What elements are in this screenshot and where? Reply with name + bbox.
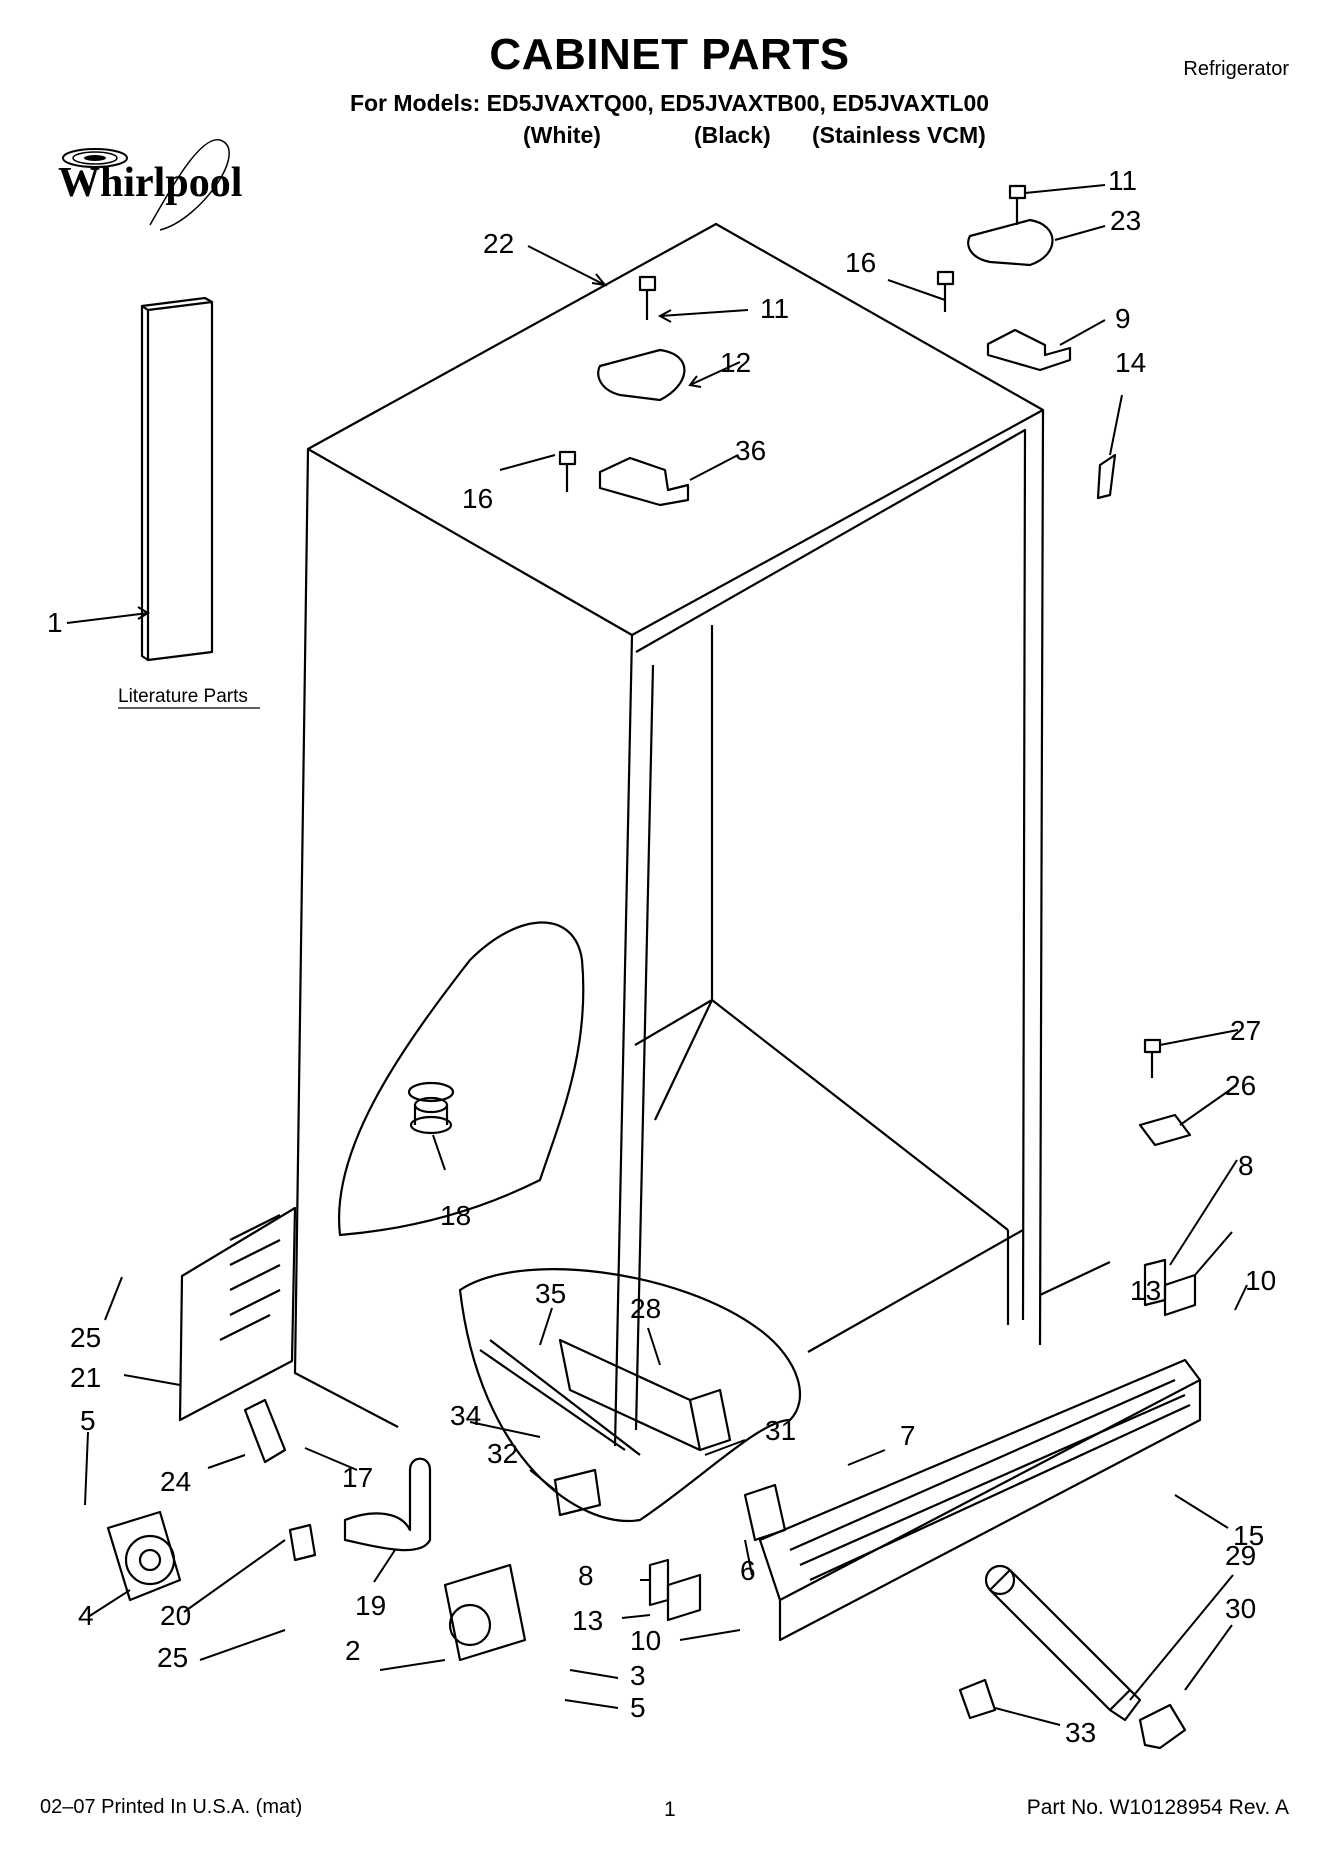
callout-2: 2 <box>345 1635 361 1666</box>
part-leveler <box>407 1081 455 1135</box>
callout-8: 8 <box>578 1560 594 1591</box>
callout-16: 16 <box>845 247 876 278</box>
callout-12: 12 <box>720 347 751 378</box>
variant-white: (White) <box>523 122 601 148</box>
part-base-grille <box>758 1358 1202 1642</box>
screws <box>558 184 1162 1078</box>
cabinet-cutaway <box>337 921 585 1237</box>
callout-29: 29 <box>1225 1540 1256 1571</box>
logo-text: Whirlpool <box>58 160 242 206</box>
callout-8: 8 <box>1238 1150 1254 1181</box>
callout-7: 7 <box>900 1420 916 1451</box>
callout-6: 6 <box>740 1555 756 1586</box>
callout-13: 13 <box>572 1605 603 1636</box>
callout-28: 28 <box>630 1293 661 1324</box>
callout-35: 35 <box>535 1278 566 1309</box>
part-clip <box>288 1523 317 1562</box>
callout-36: 36 <box>735 435 766 466</box>
part-filter-cap <box>1138 1703 1187 1750</box>
part-pin-14 <box>1096 453 1117 500</box>
callout-31: 31 <box>765 1415 796 1446</box>
callout-23: 23 <box>1110 205 1141 236</box>
part-cover-26 <box>1138 1113 1192 1147</box>
part-water-filter <box>984 1564 1142 1722</box>
callout-10: 10 <box>1245 1265 1276 1296</box>
callout-32: 32 <box>487 1438 518 1469</box>
part-top-hinge <box>986 328 1072 372</box>
cabinet-body <box>293 222 1111 1447</box>
callout-5: 5 <box>80 1405 96 1436</box>
part-water-valve <box>558 1338 732 1452</box>
callout-1: 1 <box>47 607 63 638</box>
part-front-roller <box>106 1510 182 1602</box>
print-info: 02–07 Printed In U.S.A. (mat) <box>40 1796 303 1818</box>
part-upper-hinge-cover <box>967 218 1054 267</box>
part-lower-hinge-right <box>1143 1258 1197 1317</box>
part-hinge-cover <box>597 348 686 402</box>
part-rear-cover <box>178 1206 297 1422</box>
part-drain-hose <box>343 1457 432 1552</box>
page-title: CABINET PARTS <box>489 30 850 79</box>
callout-14: 14 <box>1115 347 1146 378</box>
callout-17: 17 <box>342 1462 373 1493</box>
appliance-type: Refrigerator <box>1183 58 1289 80</box>
part-rear-roller <box>443 1563 527 1662</box>
callout-25: 25 <box>157 1642 188 1673</box>
callout-20: 20 <box>160 1600 191 1631</box>
model-list: For Models: ED5JVAXTQ00, ED5JVAXTB00, ED… <box>349 90 990 116</box>
callout-4: 4 <box>78 1600 94 1631</box>
part-center-hinge <box>598 456 690 507</box>
part-lower-hinge-left <box>648 1558 702 1622</box>
callout-30: 30 <box>1225 1593 1256 1624</box>
callout-5: 5 <box>630 1692 646 1723</box>
callout-22: 22 <box>483 228 514 259</box>
part-bracket <box>243 1398 287 1464</box>
callout-3: 3 <box>630 1660 646 1691</box>
part-literature <box>140 296 214 662</box>
callout-21: 21 <box>70 1362 101 1393</box>
part-bracket-6 <box>743 1483 787 1542</box>
part-number: Part No. W10128954 Rev. A <box>1026 1796 1289 1819</box>
callout-9: 9 <box>1115 303 1131 334</box>
callout-34: 34 <box>450 1400 481 1431</box>
part-cover-32 <box>553 1468 602 1517</box>
literature-label: Literature Parts <box>118 686 248 707</box>
callout-11: 11 <box>760 293 789 324</box>
callout-18: 18 <box>440 1200 471 1231</box>
part-clip-33 <box>958 1678 997 1720</box>
part-tube-2 <box>479 1349 626 1451</box>
callout-15: 15 <box>1233 1520 1264 1551</box>
callout-33: 33 <box>1065 1717 1096 1748</box>
callout-10: 10 <box>630 1625 661 1656</box>
callout-16: 16 <box>462 483 493 514</box>
part-tube <box>489 1339 641 1456</box>
callout-24: 24 <box>160 1466 191 1497</box>
callout-13: 13 <box>1130 1275 1161 1306</box>
callout-25: 25 <box>70 1322 101 1353</box>
variant-black: (Black) <box>694 122 771 148</box>
callout-26: 26 <box>1225 1070 1256 1101</box>
callout-27: 27 <box>1230 1015 1261 1046</box>
callout-11: 11 <box>1108 165 1137 196</box>
variant-stainless: (Stainless VCM) <box>812 122 986 148</box>
page-number: 1 <box>664 1798 676 1821</box>
callout-19: 19 <box>355 1590 386 1621</box>
whirlpool-logo: Whirlpool <box>40 130 270 255</box>
